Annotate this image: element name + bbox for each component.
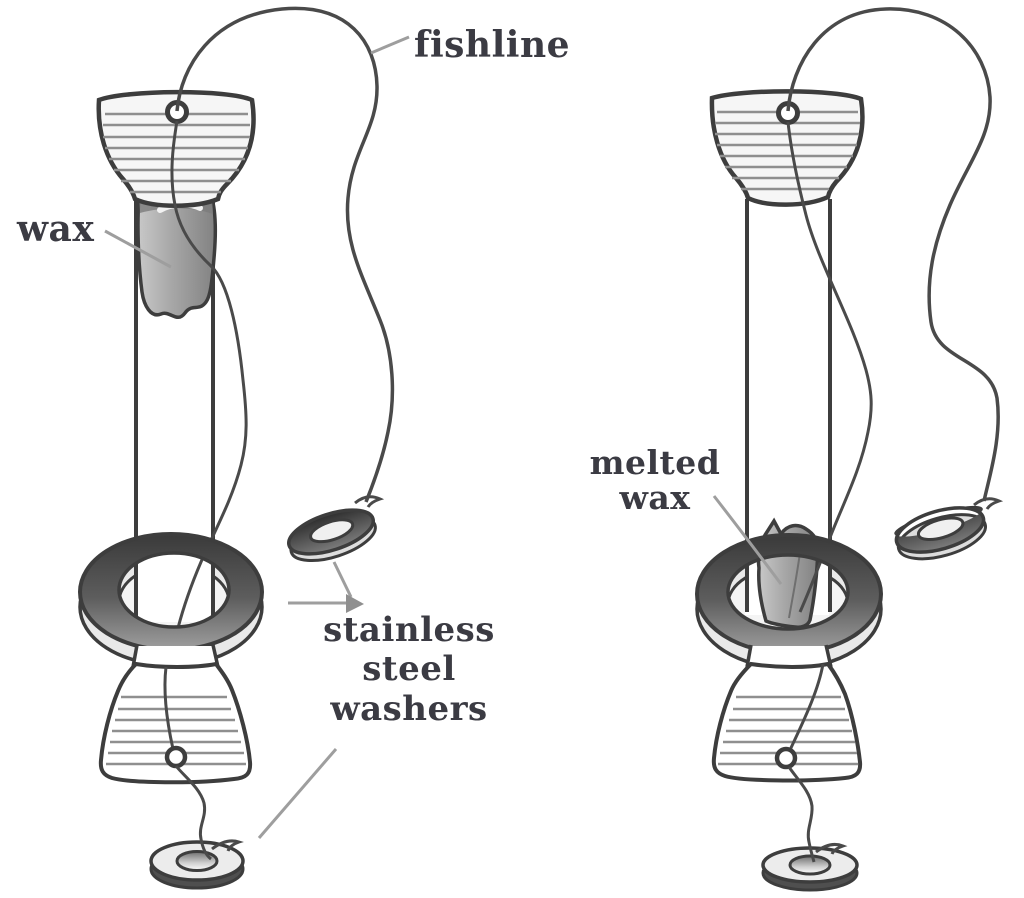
wax-label: wax: [17, 208, 95, 250]
right-fishline-strand: [786, 121, 873, 613]
right-fishline-arc: [786, 7, 1000, 502]
left-fishline-knot: [211, 839, 244, 852]
left-apparatus: [78, 6, 395, 890]
right-apparatus: [695, 7, 1004, 892]
melted-wax-label: melted wax: [589, 443, 721, 517]
melted-wax-leader: [712, 495, 783, 585]
right-fishline-knot: [815, 843, 848, 855]
stainless-steel-washers-label: stainless steel washers: [323, 610, 495, 729]
left-bottom-hole: [164, 745, 188, 769]
right-bottom-washer: [761, 846, 859, 892]
right-bottom-hole: [774, 746, 798, 770]
washers-leader-upper: [332, 561, 353, 598]
left-bottom-washer: [149, 840, 245, 890]
right-hanging-washer: [894, 505, 988, 561]
wax-leader: [104, 229, 172, 269]
washers-arrowhead: [346, 594, 364, 613]
left-top-stopper: [96, 89, 256, 208]
washers-leader-lower: [257, 748, 338, 839]
right-bottom-stopper: [711, 644, 863, 783]
right-hanging-washer-knot: [973, 497, 1004, 510]
left-bottom-stopper: [98, 644, 253, 785]
right-fishline-curl: [787, 766, 816, 863]
left-fishline-arc: [175, 6, 395, 503]
right-strand-to-hole: [788, 663, 825, 751]
fishline-leader: [370, 35, 410, 55]
left-hanging-washer: [287, 508, 377, 563]
leader-lines: [104, 35, 783, 839]
right-top-stopper: [709, 89, 865, 207]
left-fishline-strand: [170, 120, 248, 646]
fishline-label: fishline: [414, 24, 571, 66]
left-bottom-stopper-hatching: [106, 695, 246, 766]
left-fishline-curl: [174, 765, 212, 861]
left-hanging-washer-knot: [354, 495, 385, 508]
left-top-stopper-hatching: [103, 112, 250, 194]
right-bottom-stopper-hatching: [718, 695, 858, 766]
left-strand-to-hole: [163, 666, 175, 750]
